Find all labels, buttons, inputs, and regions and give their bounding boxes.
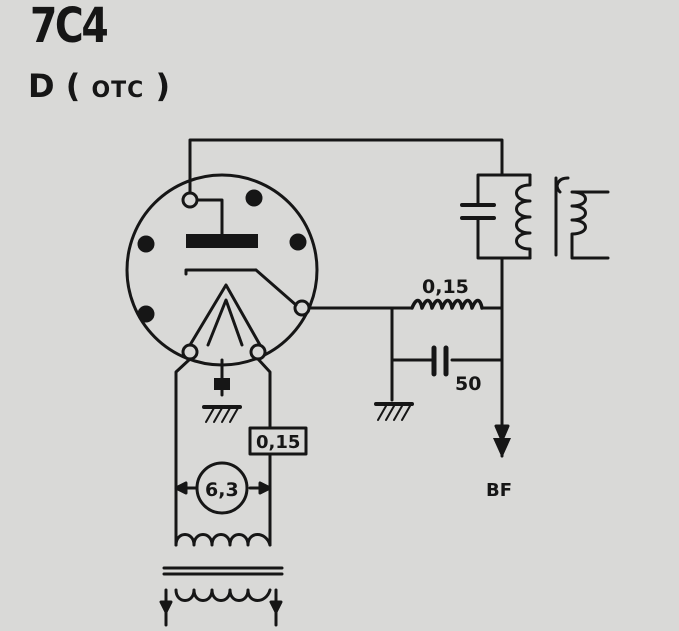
- tank-capacitor: [460, 203, 496, 220]
- grid-resistor-label: 0,15: [422, 276, 469, 298]
- tank-coil: [515, 173, 532, 260]
- base-letter: D: [28, 67, 55, 105]
- cathode-mark: [214, 378, 230, 390]
- base-name: OTC: [91, 78, 145, 103]
- ground-symbol-right: [374, 402, 414, 421]
- plate-electrode: [186, 198, 258, 248]
- grid-capacitor-label: 50: [455, 373, 481, 395]
- output-label: BF: [486, 480, 512, 501]
- base-designation: D ( OTC ): [28, 70, 170, 102]
- tube-type-title: 7C4: [30, 0, 109, 54]
- tank-circuit: [460, 173, 610, 302]
- pin-heater-left: [181, 343, 199, 361]
- grid-electrode: [184, 268, 298, 307]
- pin-right-upper: [289, 233, 307, 251]
- heater-current-label: 0,15: [256, 432, 300, 453]
- filament: [188, 283, 262, 347]
- heater-voltage-circle: [195, 461, 249, 515]
- ground-symbol-left: [202, 405, 242, 423]
- paren-open: (: [65, 67, 81, 105]
- grid-resistor: [410, 298, 484, 310]
- heater-voltage-label: 6,3: [205, 479, 239, 501]
- pin-top-left-open: [181, 191, 199, 209]
- pin-heater-right: [249, 343, 267, 361]
- pin-top-right: [245, 189, 263, 207]
- paren-close: ): [155, 67, 171, 105]
- output-coil: [554, 176, 610, 260]
- pin-grid-open: [293, 299, 311, 317]
- tube-pins: [137, 189, 311, 361]
- heater-current-box: [248, 426, 308, 456]
- pin-left-upper: [137, 235, 155, 253]
- heater-wiring: [174, 357, 308, 547]
- pin-left-lower: [137, 305, 155, 323]
- grid-capacitor: [431, 345, 449, 377]
- filament-transformer: [159, 533, 284, 627]
- plate-lead: [188, 138, 504, 195]
